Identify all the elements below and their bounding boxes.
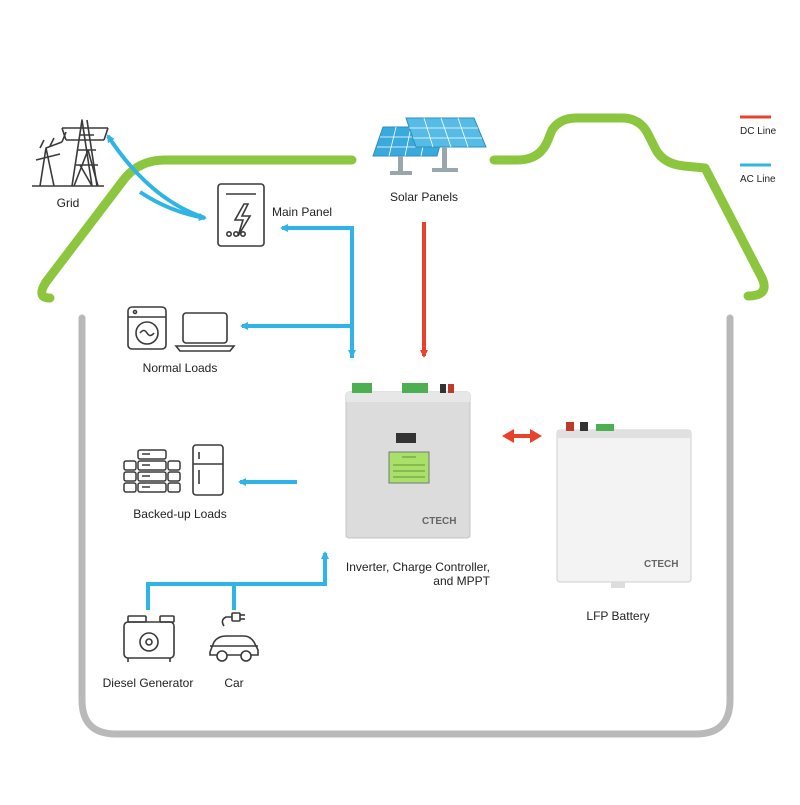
solar-panels-label: Solar Panels — [389, 190, 459, 204]
inverter-device — [345, 383, 471, 539]
backed-up-loads-label: Backed-up Loads — [133, 507, 227, 521]
generator-icon — [123, 615, 175, 662]
battery-label: LFP Battery — [586, 609, 650, 623]
normal-loads-label: Normal Loads — [142, 361, 218, 375]
dc-lines — [420, 222, 532, 438]
transmission-tower-icon — [32, 119, 109, 187]
server-rack-icon — [123, 449, 181, 493]
grid-label: Grid — [56, 196, 80, 210]
legend-dc-label: DC Line — [740, 126, 777, 137]
ac-lines — [106, 134, 356, 610]
electric-car-icon — [209, 612, 259, 662]
main-panel-label: Main Panel — [272, 205, 333, 219]
generator-car-to-inverter — [146, 551, 329, 610]
roof-left — [37, 155, 357, 303]
inverter-brand: CTECH — [422, 516, 457, 527]
battery-brand: CTECH — [644, 559, 679, 570]
inverter-to-main-panel — [280, 224, 354, 358]
inverter-battery-arrows — [502, 429, 542, 443]
inverter-label-line-2: and MPPT — [433, 574, 490, 588]
inverter-label-line-1: Inverter, Charge Controller, — [345, 560, 490, 574]
house-walls — [78, 314, 734, 738]
grid-main-panel-link — [106, 134, 206, 220]
roof-right — [489, 113, 769, 301]
solar-panel-icon — [372, 117, 487, 175]
washing-machine-icon — [127, 306, 167, 350]
generator-label: Diesel Generator — [102, 676, 194, 690]
laptop-icon — [174, 312, 236, 352]
refrigerator-icon — [192, 444, 224, 496]
car-label: Car — [224, 676, 244, 690]
inverter-label: Inverter, Charge Controller, and MPPT — [340, 560, 490, 588]
electrical-panel-icon — [217, 183, 265, 247]
battery-device — [556, 422, 692, 588]
legend-ac-label: AC Line — [740, 174, 776, 185]
